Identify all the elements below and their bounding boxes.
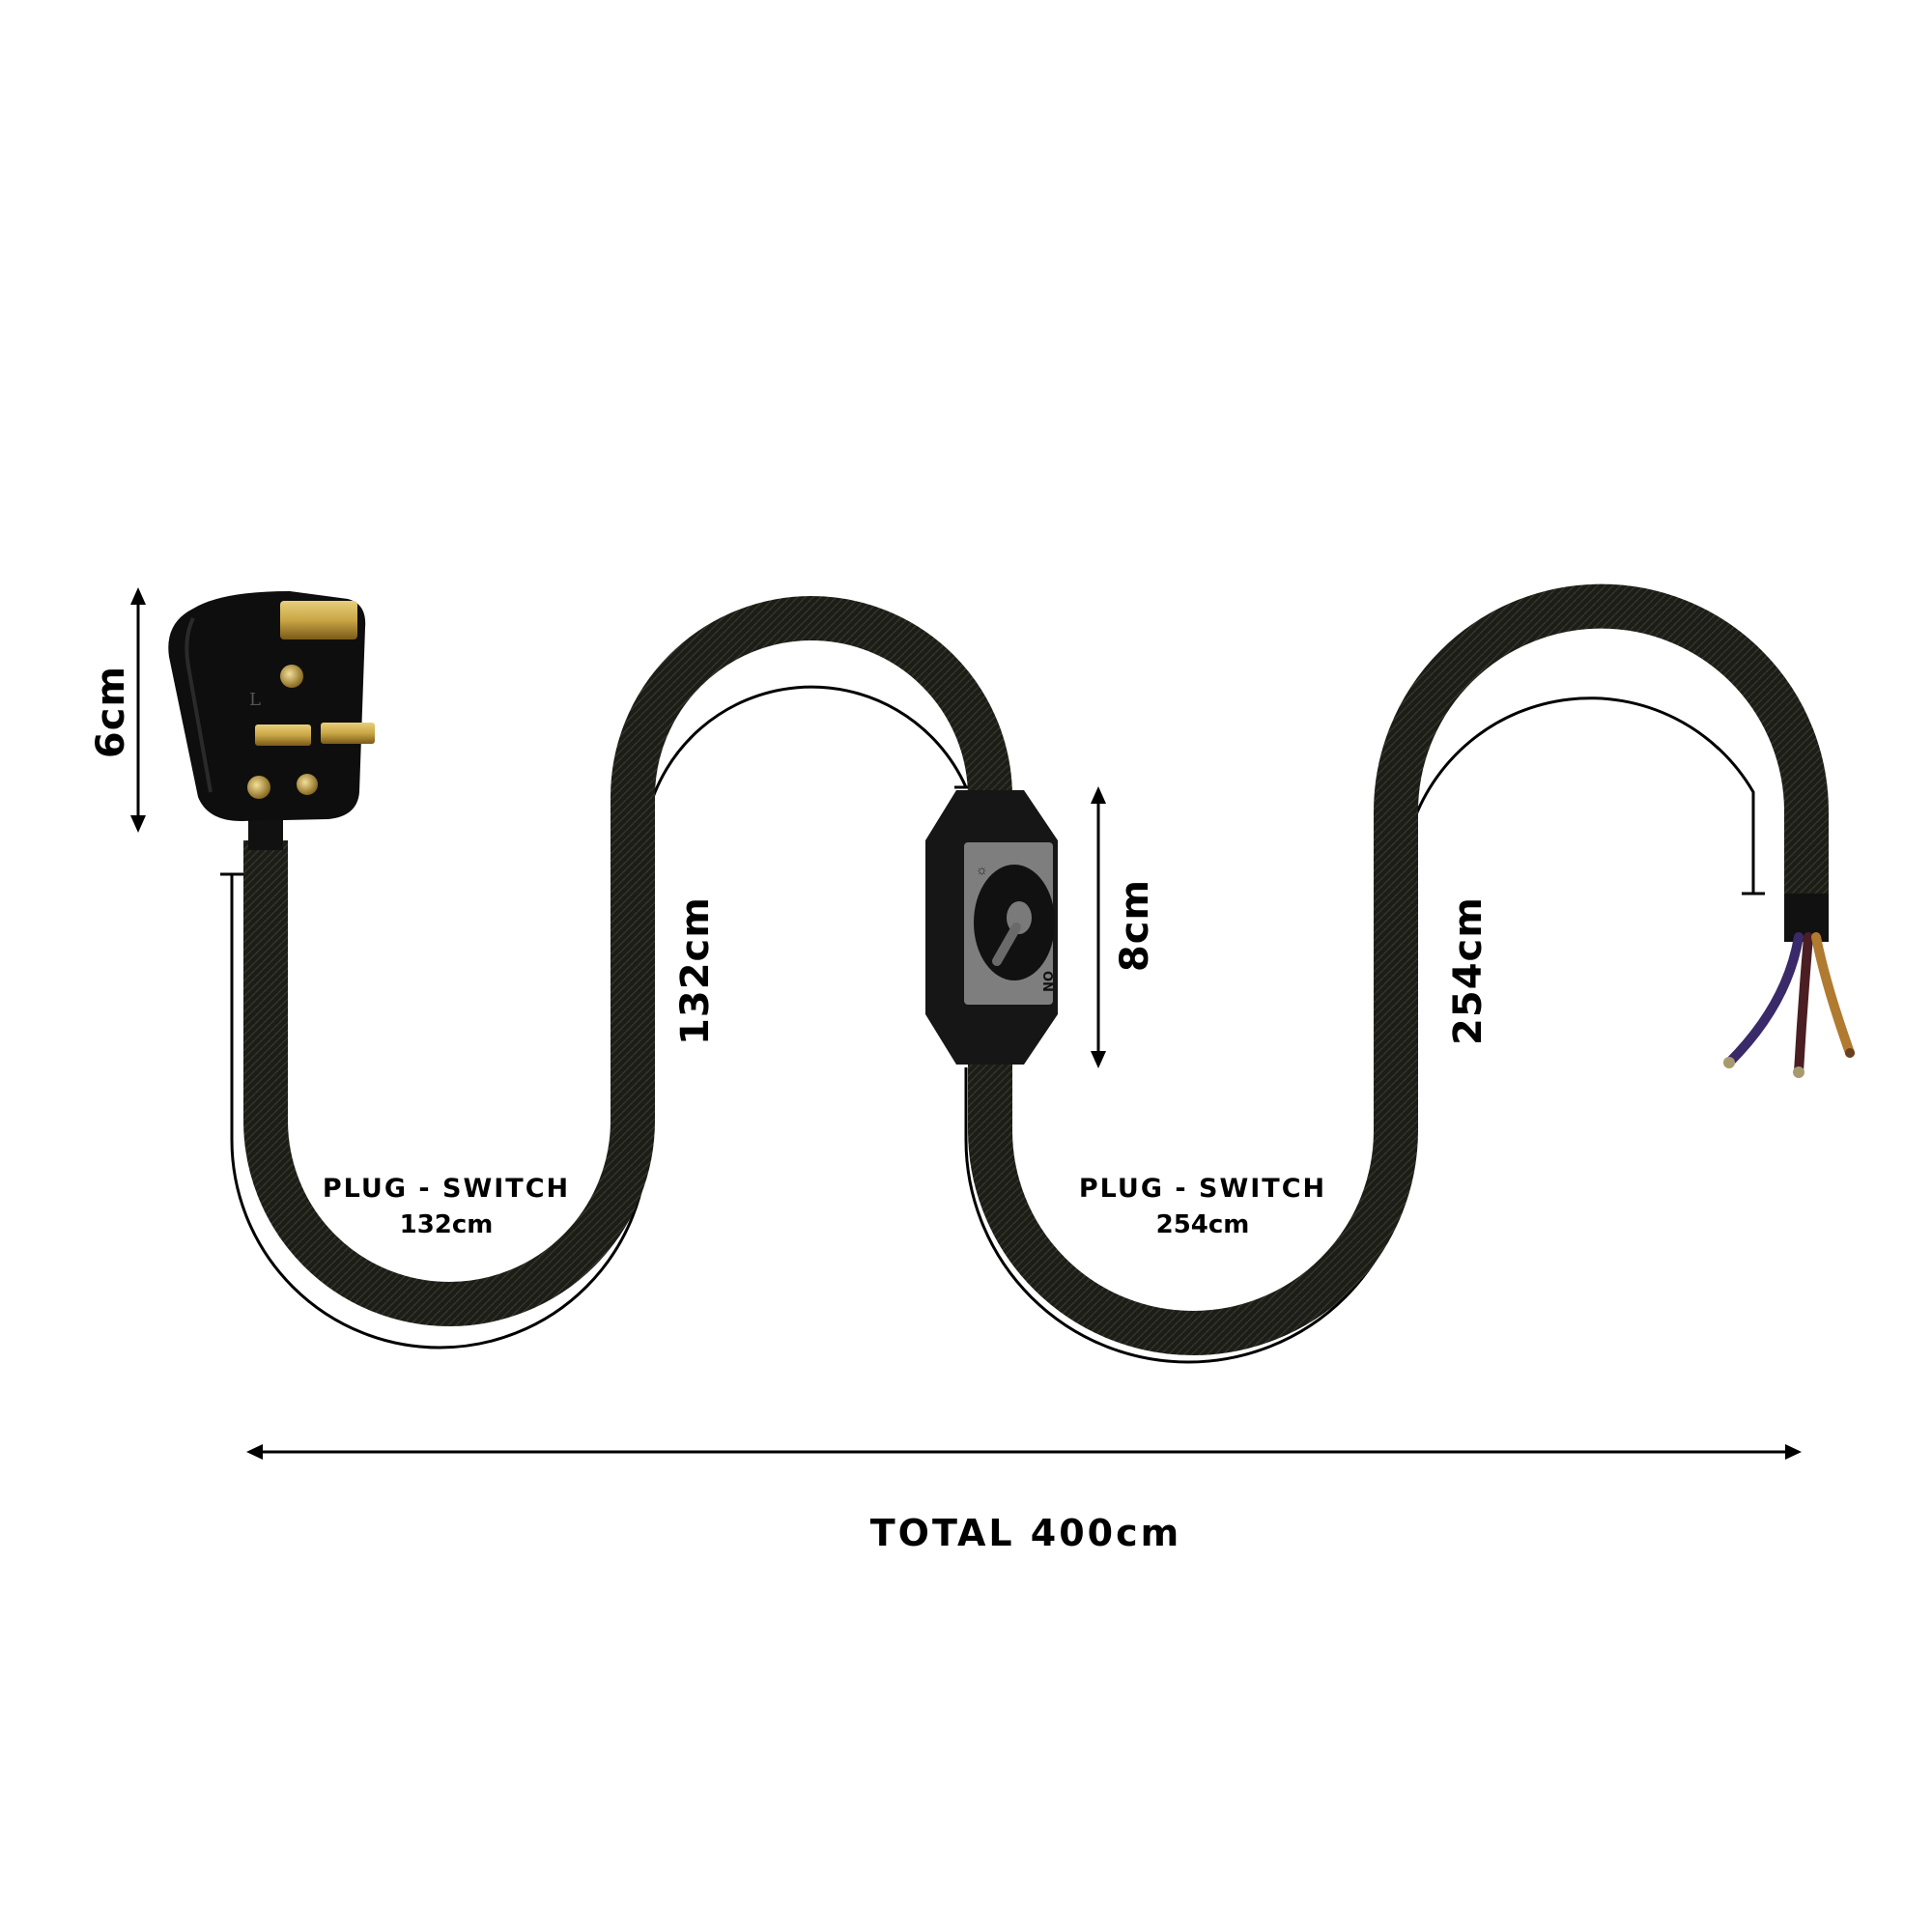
- earth-pin: [280, 601, 357, 639]
- live-pin: [255, 724, 311, 746]
- segment-2-length: 254cm: [1155, 1210, 1250, 1239]
- braided-cable: [243, 583, 1829, 1355]
- segment-1-title: PLUG - SWITCH: [322, 1174, 571, 1204]
- plug-height-label: 6cm: [89, 665, 133, 759]
- lamp-icon: ☼: [976, 862, 988, 877]
- screw: [297, 774, 318, 795]
- inline-dimmer-switch: ON ☼: [925, 790, 1058, 1065]
- screw: [247, 776, 270, 799]
- uk-plug: L: [168, 591, 375, 850]
- segment-2-title: PLUG - SWITCH: [1078, 1174, 1327, 1204]
- plug-height-arrow: [130, 587, 146, 833]
- segment-1-vertical-label: 132cm: [673, 896, 718, 1045]
- plug-marking: L: [249, 690, 261, 710]
- switch-on-marking: ON: [1039, 971, 1054, 992]
- bare-wire-ends: [1723, 894, 1855, 1078]
- switch-height-arrow: [1091, 786, 1106, 1068]
- total-length-arrow: [246, 1444, 1802, 1460]
- segment-2-vertical-label: 254cm: [1446, 896, 1491, 1045]
- total-length-label: TOTAL 400cm: [869, 1512, 1182, 1554]
- segment-1-length: 132cm: [399, 1210, 494, 1239]
- switch-height-label: 8cm: [1113, 878, 1157, 973]
- screw: [280, 665, 303, 688]
- neutral-pin: [321, 723, 375, 744]
